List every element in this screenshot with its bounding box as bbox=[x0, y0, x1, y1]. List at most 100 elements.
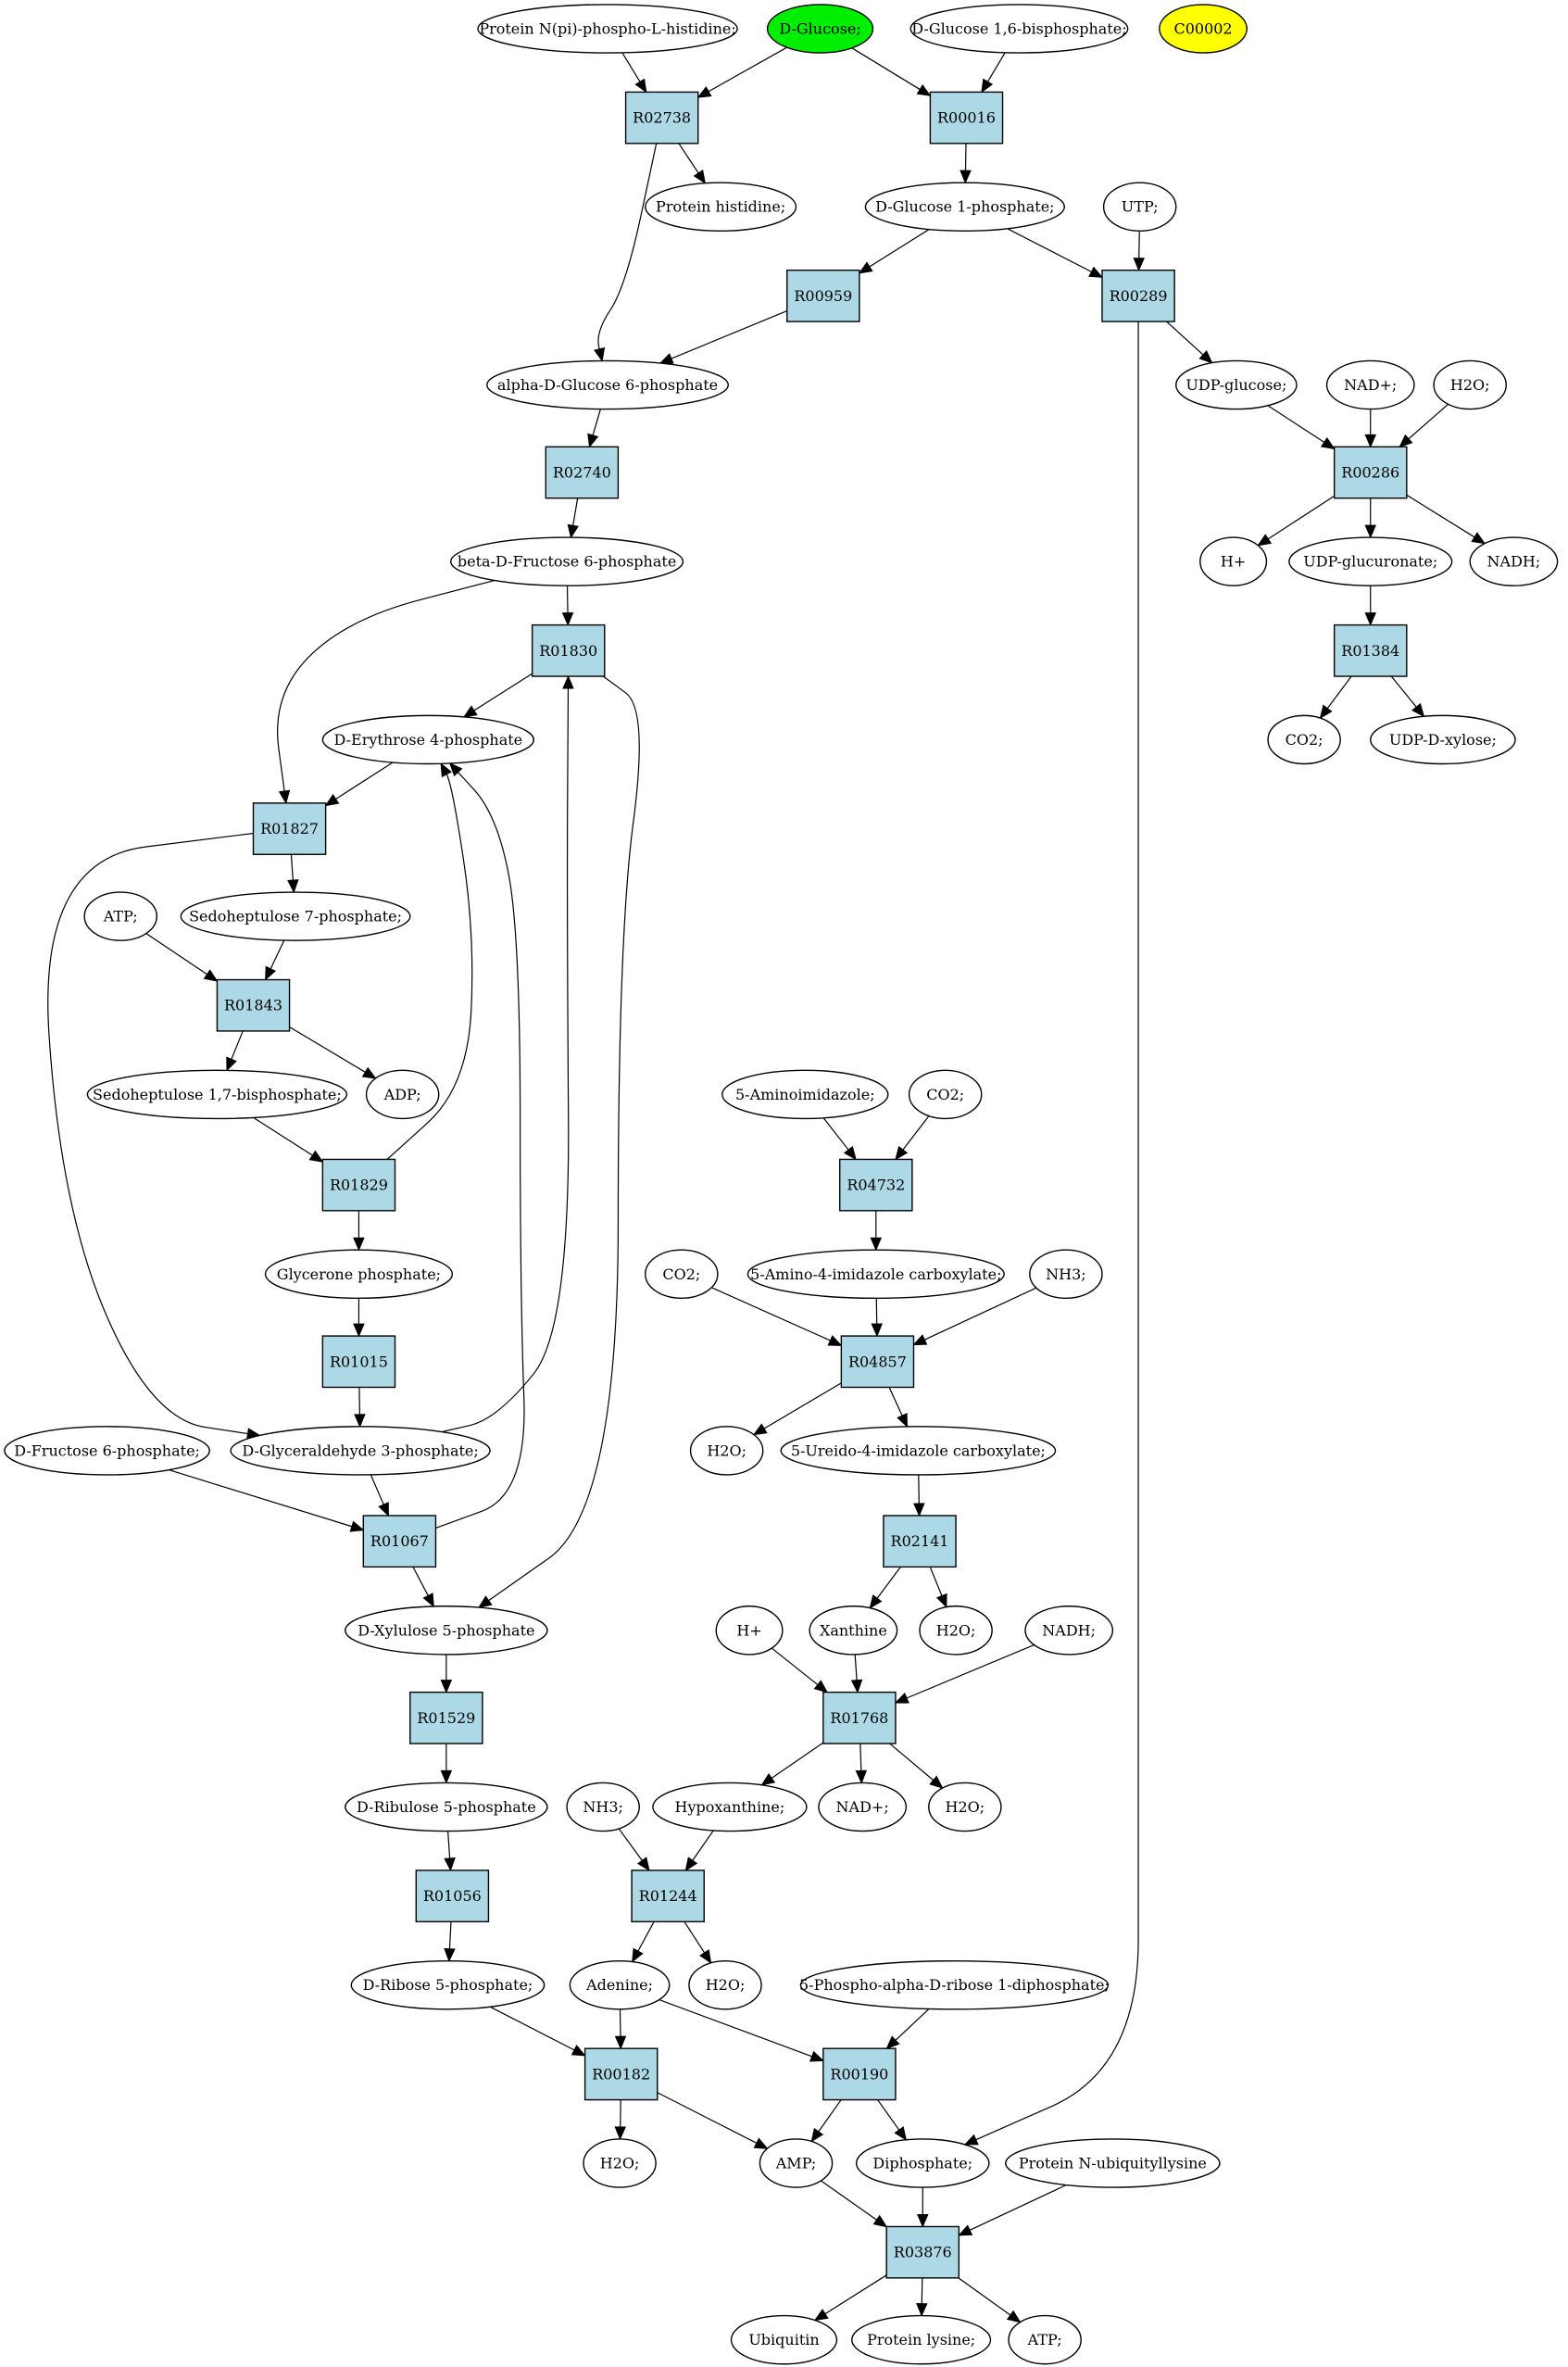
compound-label: Adenine; bbox=[585, 1976, 653, 1994]
edge-line bbox=[1406, 494, 1475, 538]
edge bbox=[821, 2180, 888, 2228]
reaction-node: R00959 bbox=[786, 269, 860, 322]
reaction-node: R03876 bbox=[885, 2225, 960, 2279]
arrowhead-icon bbox=[287, 879, 299, 894]
compound-node: AMP; bbox=[759, 2138, 834, 2188]
edge bbox=[960, 143, 972, 184]
compound-node: Protein N(pi)-phospho-L-histidine; bbox=[477, 4, 738, 54]
compound-node: Glycerone phosphate; bbox=[264, 1249, 454, 1300]
compound-label: D-Glyceraldehyde 3-phosphate; bbox=[242, 1442, 478, 1459]
reaction-node: R01056 bbox=[415, 1870, 490, 1923]
reaction-box bbox=[929, 91, 1004, 145]
edge-line bbox=[47, 832, 254, 1435]
compound-node: Protein N-ubiquityllysine bbox=[1005, 2138, 1221, 2188]
edge bbox=[981, 52, 1006, 94]
edge-line bbox=[447, 1831, 451, 1858]
compound-node: D-Fructose 6-phosphate; bbox=[4, 1426, 210, 1476]
compound-shape bbox=[1175, 359, 1298, 410]
edge-line bbox=[1267, 495, 1336, 540]
edge bbox=[440, 1744, 453, 1784]
reaction-box bbox=[822, 1691, 897, 1744]
edge-line bbox=[869, 229, 930, 268]
edge-line bbox=[851, 47, 921, 91]
reaction-box bbox=[885, 2225, 960, 2279]
compound-label: CO2; bbox=[662, 1265, 700, 1283]
edge bbox=[913, 1474, 925, 1517]
reaction-box bbox=[321, 1335, 396, 1389]
edge bbox=[370, 1474, 389, 1517]
arrowhead-icon bbox=[1364, 434, 1377, 448]
compound-label: H2O; bbox=[706, 1976, 746, 1994]
reaction-node: R01768 bbox=[822, 1691, 897, 1744]
compound-shape bbox=[1005, 2138, 1221, 2188]
reaction-box bbox=[1333, 623, 1408, 677]
edge-line bbox=[763, 1382, 842, 1429]
compound-shape bbox=[855, 2138, 990, 2188]
edge-line bbox=[448, 1921, 452, 1949]
reaction-label: R00959 bbox=[794, 287, 852, 305]
compound-label: alpha-D-Glucose 6-phosphate bbox=[497, 376, 718, 394]
compound-node: D-Glucose; bbox=[766, 4, 874, 54]
compound-shape bbox=[908, 1069, 983, 1120]
edge bbox=[287, 854, 299, 894]
compound-shape bbox=[759, 2138, 834, 2188]
arrowhead-icon bbox=[813, 1680, 829, 1693]
edge bbox=[888, 1387, 909, 1429]
edge-line bbox=[969, 2184, 1067, 2231]
compound-shape bbox=[766, 4, 874, 54]
arrowhead-icon bbox=[1364, 612, 1377, 626]
edge-line bbox=[1007, 228, 1092, 272]
reaction-box bbox=[1101, 269, 1175, 322]
arrowhead-icon bbox=[753, 2137, 769, 2149]
compound-shape bbox=[645, 182, 797, 233]
reaction-label: R01768 bbox=[830, 1709, 888, 1727]
compound-shape bbox=[1370, 714, 1516, 765]
compound-label: H+ bbox=[1221, 553, 1246, 571]
arrowhead-icon bbox=[760, 1772, 776, 1786]
compound-shape bbox=[645, 1249, 719, 1300]
edge bbox=[441, 674, 574, 1433]
edge bbox=[587, 409, 601, 448]
compound-node: D-Ribulose 5-phosphate bbox=[345, 1782, 548, 1832]
edge bbox=[253, 1116, 324, 1163]
compound-node: Diphosphate; bbox=[855, 2138, 990, 2188]
edge-line bbox=[924, 1287, 1037, 1341]
arrowhead-icon bbox=[632, 1947, 644, 1963]
edge-line bbox=[597, 143, 658, 349]
arrowhead-icon bbox=[614, 2035, 627, 2050]
compound-node: H+ bbox=[1199, 536, 1268, 586]
compound-label: Glycerone phosphate; bbox=[277, 1265, 441, 1283]
edge-line bbox=[253, 1116, 313, 1156]
reaction-label: R01067 bbox=[370, 1532, 429, 1550]
edge bbox=[858, 229, 930, 274]
reaction-box bbox=[362, 1515, 437, 1568]
edge-line bbox=[412, 1567, 429, 1596]
compound-node: H2O; bbox=[928, 1782, 1002, 1832]
compound-node: CO2; bbox=[1267, 714, 1341, 765]
edge-line bbox=[902, 1115, 930, 1151]
edge bbox=[632, 1921, 655, 1963]
arrowhead-icon bbox=[917, 2213, 929, 2228]
edge-line bbox=[618, 1828, 643, 1861]
arrowhead-icon bbox=[850, 1679, 863, 1693]
compound-node: Hypoxanthine; bbox=[652, 1782, 808, 1832]
compound-shape bbox=[477, 4, 738, 54]
reaction-node: R00190 bbox=[822, 2047, 897, 2101]
arrowhead-icon bbox=[855, 1769, 868, 1784]
compound-shape bbox=[86, 1069, 348, 1120]
reaction-box bbox=[415, 1870, 490, 1923]
edge bbox=[169, 1469, 365, 1532]
edge bbox=[265, 939, 285, 981]
edge-line bbox=[621, 52, 641, 82]
edge bbox=[711, 1287, 843, 1346]
edge-line bbox=[270, 939, 285, 970]
reaction-node: R00016 bbox=[929, 91, 1004, 145]
edge-line bbox=[906, 1643, 1035, 1699]
edge-line bbox=[435, 772, 525, 1529]
arrowhead-icon bbox=[614, 2126, 626, 2141]
compound-shape bbox=[809, 1605, 898, 1656]
edge-line bbox=[1326, 675, 1352, 710]
compound-label: C00002 bbox=[1173, 19, 1232, 37]
compound-shape bbox=[1029, 1249, 1103, 1300]
